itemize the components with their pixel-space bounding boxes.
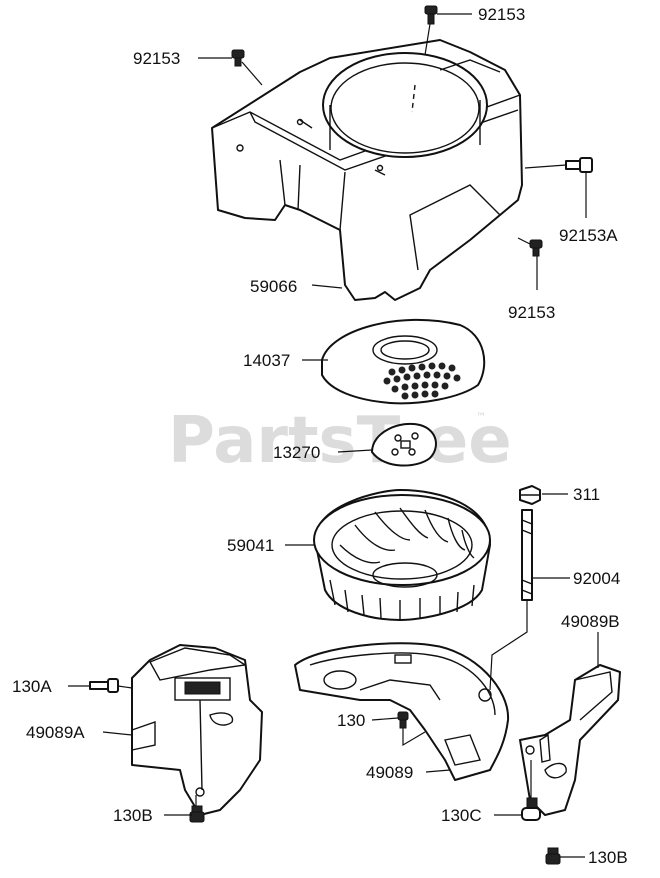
callout-92153A[interactable]: 92153A	[559, 226, 618, 245]
callout-59066[interactable]: 59066	[250, 277, 297, 296]
callout-130A[interactable]: 130A	[12, 677, 52, 696]
callout-14037[interactable]: 14037	[243, 351, 290, 370]
callout-311[interactable]: 311	[573, 485, 600, 504]
callout-labels: 92153 92153 92153A 92153 59066 14037 132…	[12, 5, 628, 867]
callout-49089A[interactable]: 49089A	[26, 723, 85, 742]
part-92004-stud[interactable]	[521, 509, 533, 601]
callout-92004[interactable]: 92004	[573, 569, 620, 588]
callout-130B-right[interactable]: 130B	[588, 848, 628, 867]
leader-lines	[68, 13, 599, 858]
bolt-92153-right-icon[interactable]	[529, 239, 543, 257]
callout-92153-left[interactable]: 92153	[133, 49, 180, 68]
part-49089-baffle[interactable]	[294, 642, 510, 781]
callout-130C[interactable]: 130C	[441, 806, 482, 825]
part-14037-fan-screen[interactable]	[321, 318, 486, 405]
part-59066-blower-housing[interactable]	[211, 39, 523, 301]
callout-130B-left[interactable]: 130B	[113, 806, 153, 825]
watermark: PartsTree	[168, 404, 512, 478]
bolt-130A-icon[interactable]	[89, 678, 119, 693]
callout-59041[interactable]: 59041	[227, 536, 274, 555]
watermark-trademark: ™	[476, 412, 486, 423]
bolt-130B-right-icon[interactable]	[545, 847, 561, 865]
callout-13270[interactable]: 13270	[273, 443, 320, 462]
part-49089A-left-baffle[interactable]	[131, 644, 263, 816]
bolt-92153A-icon[interactable]	[565, 157, 593, 173]
part-49089B-right-baffle[interactable]	[519, 664, 621, 816]
part-311-nut-icon[interactable]	[519, 485, 541, 505]
bolt-130B-left-icon[interactable]	[189, 805, 205, 823]
bolt-130C-icon[interactable]	[521, 797, 541, 821]
part-59041-cooling-fan[interactable]	[313, 489, 491, 621]
part-13270-plate[interactable]	[371, 422, 437, 467]
callout-92153-top[interactable]: 92153	[478, 5, 525, 24]
bolt-92153-left-icon[interactable]	[231, 49, 245, 67]
bolt-92153-top-icon[interactable]	[424, 5, 438, 25]
callout-49089B[interactable]: 49089B	[561, 612, 620, 631]
callout-49089[interactable]: 49089	[366, 763, 413, 782]
callout-92153-right[interactable]: 92153	[508, 303, 555, 322]
callout-130[interactable]: 130	[337, 711, 365, 730]
bolt-130-icon[interactable]	[397, 711, 409, 729]
